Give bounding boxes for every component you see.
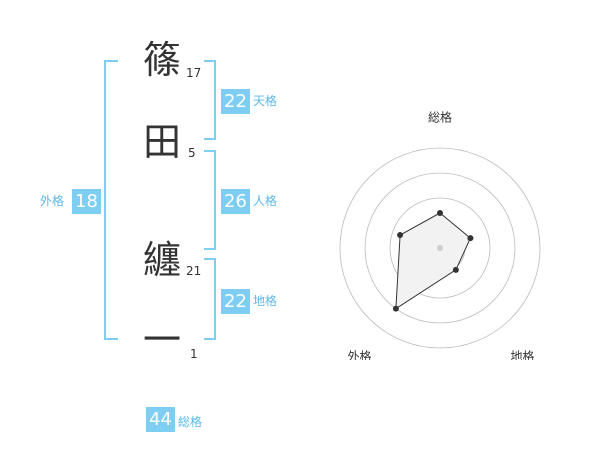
radar-point-5 xyxy=(397,232,404,239)
jinkaku-bracket xyxy=(204,150,216,250)
radar-axis-label-3: 地格 xyxy=(511,349,535,360)
radar-labels: 総格天格地格外格人格 xyxy=(347,110,535,360)
radar-point-2 xyxy=(467,235,474,242)
radar-point-1 xyxy=(437,210,443,216)
radar-center-dot xyxy=(437,245,443,251)
radar-ring-2 xyxy=(389,197,491,299)
name-char-4: 一 xyxy=(142,318,181,362)
radar-polygon xyxy=(395,212,472,310)
stroke-count-3: 21 xyxy=(186,264,202,278)
gaikaku-bracket xyxy=(104,60,118,340)
chikaku-value: 22 xyxy=(221,289,250,314)
jinkaku-value: 26 xyxy=(221,189,250,214)
radar-point-3 xyxy=(452,266,459,273)
chikaku-bracket xyxy=(204,258,216,340)
radar-ring-3 xyxy=(364,172,516,324)
gaikaku-label: 外格 xyxy=(40,194,65,208)
chikaku-label: 地格 xyxy=(253,294,278,308)
radar-ring-4 xyxy=(339,147,541,349)
stroke-count-4: 1 xyxy=(190,347,198,361)
radar-points xyxy=(392,210,474,312)
stroke-count-1: 17 xyxy=(186,66,202,80)
stroke-count-2: 5 xyxy=(188,146,196,160)
soukaku-label: 総格 xyxy=(178,415,203,429)
radar-chart: 総格天格地格外格人格 xyxy=(339,110,541,360)
name-char-3: 纏 xyxy=(142,238,181,282)
soukaku-value: 44 xyxy=(146,407,175,432)
radar-axis-label-1: 総格 xyxy=(428,110,452,125)
name-char-1: 篠 xyxy=(142,38,181,82)
name-char-2: 田 xyxy=(142,120,181,164)
gaikaku-value: 18 xyxy=(72,189,101,214)
tenkaku-label: 天格 xyxy=(253,94,278,108)
jinkaku-label: 人格 xyxy=(253,194,278,208)
radar-point-4 xyxy=(392,305,399,312)
radar-axis-label-4: 外格 xyxy=(347,349,371,360)
tenkaku-value: 22 xyxy=(221,89,250,114)
tenkaku-bracket xyxy=(204,60,216,140)
